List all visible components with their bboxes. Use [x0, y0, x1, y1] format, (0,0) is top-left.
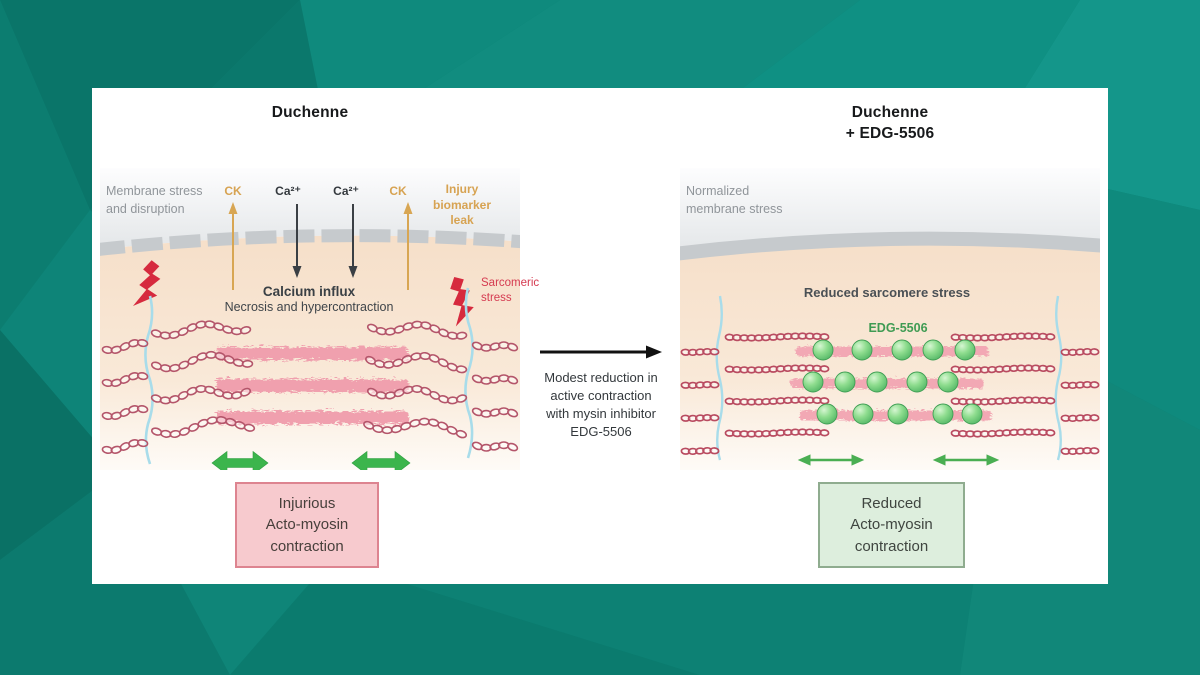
- duchenne-diagram: [100, 168, 520, 470]
- reduced-contraction-box: Reduced Acto-myosin contraction: [818, 482, 965, 568]
- calcium-label-left: Ca²⁺: [275, 184, 301, 198]
- double-arrow-icon: [211, 450, 411, 470]
- drug-molecule-icon: [802, 339, 983, 425]
- z-disc-lines: [144, 287, 474, 465]
- up-arrow-heads: [228, 202, 413, 214]
- duchenne-edg5506-diagram: [680, 168, 1100, 470]
- hypercontracted-myosin-filaments: [214, 345, 406, 422]
- actin-chains: [680, 332, 1100, 456]
- double-arrow-icon: [797, 454, 1000, 466]
- extracellular-zone: [680, 168, 1100, 254]
- lightning-icon: [132, 260, 161, 307]
- figure-panel: Duchenne Duchenne + EDG-5506 Membrane st…: [92, 88, 1108, 584]
- injurious-contraction-box: Injurious Acto-myosin contraction: [235, 482, 379, 568]
- membrane-stress-label: Membrane stress and disruption: [106, 184, 203, 216]
- right-arrow-icon: [540, 345, 662, 359]
- calcium-influx-line: Calcium influx: [262, 284, 356, 299]
- down-arrow-icon: [296, 204, 354, 268]
- reduced-sarcomere-label: Reduced sarcomere stress: [803, 285, 971, 300]
- z-disc-lines: [715, 295, 1063, 461]
- intact-membrane: [680, 231, 1100, 261]
- ck-label-right: CK: [389, 184, 407, 198]
- necrosis-line: Necrosis and hypercontraction: [224, 300, 394, 314]
- normalized-membrane-label: Normalized membrane stress: [686, 184, 783, 216]
- extracellular-zone: [100, 168, 520, 250]
- actin-chains: [101, 320, 519, 455]
- up-arrow-icon: [232, 212, 409, 290]
- right-diagram-title: Duchenne + EDG-5506: [845, 104, 935, 142]
- left-diagram-title: Duchenne: [271, 104, 349, 121]
- transition-caption: Modest reduction in active contraction w…: [544, 370, 658, 439]
- sarcomeric-stress-label: Sarcomeric stress: [481, 277, 540, 304]
- injury-biomarker-label: Injury biomarker leak: [432, 182, 492, 228]
- broken-membrane: [100, 229, 520, 256]
- calcium-label-right: Ca²⁺: [333, 184, 359, 198]
- lightning-icon: [450, 277, 474, 327]
- calcium-influx-label: Calcium influx Necrosis and hypercontrac…: [214, 284, 404, 314]
- down-arrow-heads: [292, 266, 358, 278]
- edg5506-label: EDG-5506: [868, 321, 928, 335]
- ck-label-left: CK: [224, 184, 242, 198]
